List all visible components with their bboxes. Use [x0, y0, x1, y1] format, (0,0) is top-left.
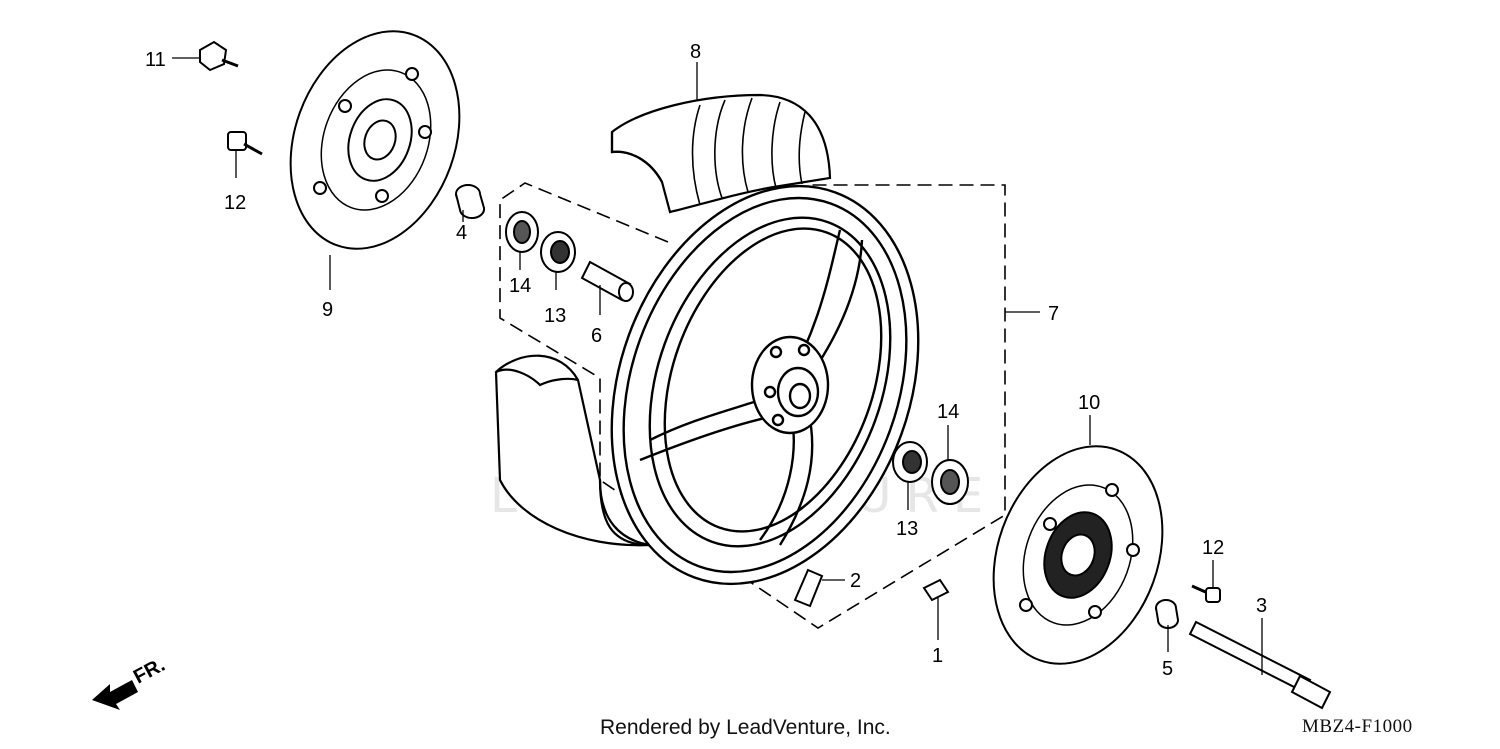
- callout-8: 8: [690, 41, 701, 63]
- callout-10: 10: [1078, 392, 1100, 414]
- callout-12-left: 12: [224, 192, 246, 214]
- diagram-code: MBZ4-F1000: [1302, 716, 1413, 737]
- part-11-bolt[interactable]: [199, 40, 239, 72]
- part-12-bolt-left[interactable]: [227, 131, 263, 156]
- callout-13-left: 13: [544, 305, 566, 327]
- callout-2: 2: [850, 570, 861, 592]
- callout-3: 3: [1256, 595, 1267, 617]
- callout-5: 5: [1162, 658, 1173, 680]
- direction-label: FR.: [130, 654, 169, 689]
- front-direction-arrow-icon: FR.: [92, 654, 169, 710]
- callout-1: 1: [932, 645, 943, 667]
- part-6-collar[interactable]: [580, 260, 634, 302]
- part-2-valve[interactable]: [793, 568, 824, 608]
- assembly-outline-7: [499, 182, 1006, 629]
- part-7-wheel[interactable]: [559, 143, 972, 627]
- part-9-brake-disc-left[interactable]: [262, 7, 489, 272]
- part-1-weight[interactable]: [922, 578, 950, 602]
- rendered-by-footer: Rendered by LeadVenture, Inc.: [600, 716, 891, 739]
- callout-6: 6: [591, 325, 602, 347]
- callout-labels: 11 12 9 4 14 13 6 8 7 14 13 10 12 2 1 5 …: [145, 41, 1267, 680]
- callout-14-left: 14: [509, 275, 531, 297]
- callout-13-right: 13: [896, 518, 918, 540]
- part-12-bolt-right[interactable]: [1191, 584, 1221, 603]
- part-14-seal-left[interactable]: [505, 211, 539, 253]
- part-13-bearing-right[interactable]: [892, 441, 928, 483]
- part-14-seal-right[interactable]: [931, 459, 969, 505]
- leader-lines: [172, 57, 1263, 675]
- callout-12-right: 12: [1202, 537, 1224, 559]
- part-4-spacer[interactable]: [455, 184, 486, 219]
- callout-14-right: 14: [937, 401, 959, 423]
- callout-9: 9: [322, 299, 333, 321]
- part-3-axle[interactable]: [1188, 620, 1332, 710]
- part-5-spacer[interactable]: [1155, 599, 1180, 629]
- callout-4: 4: [456, 222, 467, 244]
- part-13-bearing-left[interactable]: [540, 231, 576, 273]
- callout-7: 7: [1048, 303, 1059, 325]
- callout-11: 11: [145, 49, 166, 71]
- part-8-tire[interactable]: [494, 93, 832, 547]
- part-10-brake-disc-right[interactable]: [965, 422, 1192, 687]
